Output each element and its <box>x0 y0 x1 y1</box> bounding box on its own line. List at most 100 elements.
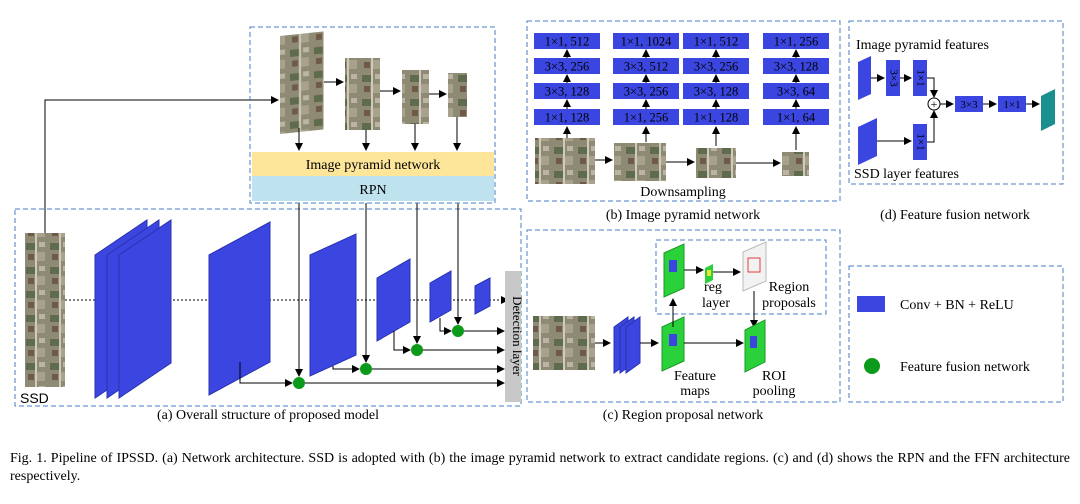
conv-op-box <box>613 58 679 74</box>
legend-conv-swatch <box>857 296 885 312</box>
conv-op-label: 1×1, 512 <box>545 35 590 49</box>
conv-op-label: 1×1, 1024 <box>621 35 673 49</box>
panel-d-caption: (d) Feature fusion network <box>880 208 1030 223</box>
figure-caption: Fig. 1. Pipeline of IPSSD. (a) Network a… <box>10 451 1070 484</box>
legend-frame <box>848 265 1064 403</box>
conv-op-box <box>763 109 829 125</box>
pyramid-frame <box>249 26 496 204</box>
conv-op-label: 1×1, 128 <box>545 111 590 125</box>
reg-label-2: layer <box>702 296 730 311</box>
detection-layer-label: Detection layer <box>510 296 525 376</box>
reg-label-1: reg <box>704 280 722 295</box>
downsampling-label: Downsampling <box>640 185 726 200</box>
conv-op-box <box>534 33 600 49</box>
legend: Conv + BN + ReLU Feature fusion network <box>848 265 1064 403</box>
panel-d: Image pyramid features SSD layer feature… <box>848 20 1064 223</box>
reg-layer-mark <box>707 270 711 276</box>
ffn-input-bottom-block <box>858 118 877 165</box>
conv-op-box <box>683 83 749 99</box>
ffn-path-bottom-sum <box>927 110 938 143</box>
conv-op-label: 3×3, 256 <box>694 60 739 74</box>
panel-b-frame <box>526 20 841 202</box>
roi-label-1: ROI <box>762 369 786 384</box>
ffn-op-1x1-label: 1×1 <box>1003 99 1020 111</box>
conv-op-label: 3×3, 64 <box>777 85 816 99</box>
conv-block-1c <box>118 219 172 399</box>
panel-d-frame <box>848 20 1064 185</box>
legend-conv-label: Conv + BN + ReLU <box>900 298 1014 313</box>
conv-op-box <box>613 83 679 99</box>
conv-op-label: 3×3, 256 <box>624 85 669 99</box>
panel-b-caption: (b) Image pyramid network <box>606 208 760 223</box>
rpn-bar <box>252 176 494 201</box>
region-proposals-label-2: proposals <box>762 296 816 311</box>
ffn-sum-symbol: + <box>931 97 938 111</box>
conv-op-label: 1×1, 64 <box>777 111 816 125</box>
panel-c: reg layer Region proposals Feature maps … <box>526 229 841 423</box>
conv-op-label: 1×1, 512 <box>694 35 739 49</box>
panel-b-columns: 1×1, 512 3×3, 256 3×3, 128 1×1, 128 1×1, 102… <box>534 33 829 150</box>
feature-maps-label-2: maps <box>680 384 710 399</box>
conv-op-label: 3×3, 128 <box>694 85 739 99</box>
rpn-label: RPN <box>359 183 386 198</box>
conv-op-box <box>683 58 749 74</box>
ffn-output-block <box>1041 89 1055 131</box>
ffn-op-3x3-vertical <box>886 60 900 96</box>
conv-op-label: 1×1, 256 <box>774 35 819 49</box>
panel-c-caption: (c) Region proposal network <box>603 408 764 423</box>
rpn-input-image <box>533 316 595 370</box>
fusion-dot-4 <box>452 325 464 337</box>
fusion-dot-1 <box>293 377 305 389</box>
conv-block-3 <box>309 233 357 377</box>
feature-maps-bottom-mark <box>669 334 677 346</box>
feature-maps-top-mark <box>669 260 677 272</box>
ds-image-3 <box>696 148 736 178</box>
path-block2-fusion <box>239 362 293 387</box>
pyramid-image-2 <box>345 58 380 130</box>
ssd-label: SSD <box>20 390 49 406</box>
conv-op-box <box>763 33 829 49</box>
path-block5-fusion <box>439 318 452 335</box>
conv-block-6 <box>474 277 491 315</box>
conv-op-box <box>534 83 600 99</box>
conv-op-label: 1×1, 256 <box>624 111 669 125</box>
ffn-op-1x1 <box>998 96 1026 112</box>
conv-op-label: 3×3, 256 <box>545 60 590 74</box>
ds-image-2 <box>614 143 666 181</box>
ffn-input-top-block <box>858 56 871 100</box>
feature-maps-label-1: Feature <box>674 369 716 384</box>
conv-op-box <box>534 109 600 125</box>
rpn-conv-3 <box>625 316 641 374</box>
path-block4-fusion <box>393 331 411 354</box>
pyramid-image-3 <box>402 70 429 124</box>
conv-op-box <box>613 109 679 125</box>
legend-ffn-label: Feature fusion network <box>900 360 1030 375</box>
ffn-op-1x1-bottom-label: 1×1 <box>914 133 926 150</box>
ffn-input-bottom-label: SSD layer features <box>854 167 959 182</box>
conv-block-4 <box>376 258 411 342</box>
region-proposals-shape <box>742 241 767 292</box>
conv-block-2 <box>208 221 271 396</box>
rpn-inner-frame <box>655 239 827 315</box>
ffn-path-top-sum <box>927 77 938 98</box>
panel-a: SSD Detection layer <box>14 96 525 423</box>
conv-op-box <box>683 33 749 49</box>
ffn-op-3x3 <box>955 96 983 112</box>
path-block3-fusion <box>332 365 360 373</box>
pyramid-network-label: Image pyramid network <box>306 158 441 173</box>
detection-layer-bar <box>505 271 521 402</box>
conv-op-box <box>763 58 829 74</box>
ffn-op-1x1-top-label: 1×1 <box>914 69 926 86</box>
region-proposals-label-1: Region <box>769 280 809 295</box>
roi-label-2: pooling <box>753 384 796 399</box>
pyramid-module: Image pyramid network RPN <box>249 26 496 204</box>
conv-op-label: 3×3, 512 <box>624 60 669 74</box>
fusion-dot-2 <box>360 363 372 375</box>
legend-ffn-swatch <box>864 358 880 374</box>
ffn-op-3x3-label: 3×3 <box>960 99 978 111</box>
ffn-input-top-label: Image pyramid features <box>856 38 989 53</box>
pyramid-network-bar <box>252 152 494 176</box>
roi-pooling-mark <box>750 336 757 348</box>
ssd-input-image <box>25 233 65 387</box>
